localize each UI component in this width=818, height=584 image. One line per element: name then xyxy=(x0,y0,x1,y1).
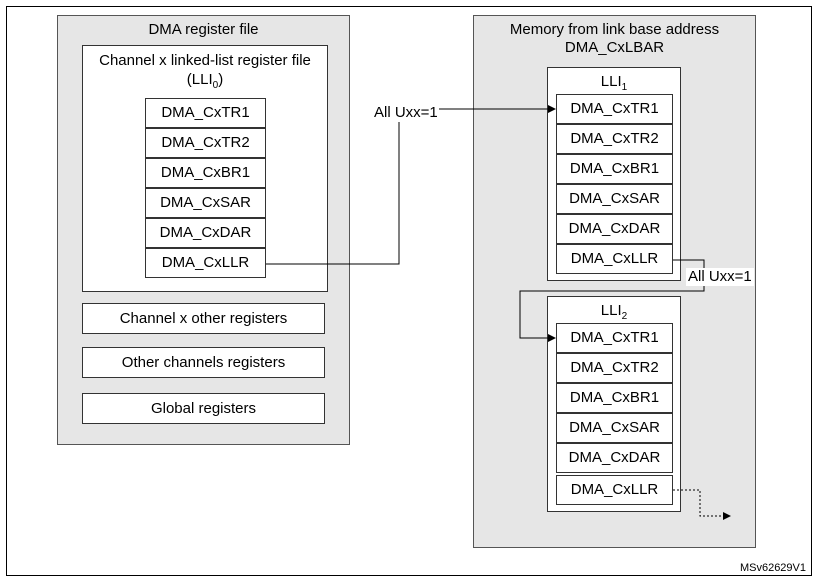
lli0-reg-cxtr2: DMA_CxTR2 xyxy=(145,128,266,158)
lli0-title-line1: Channel x linked-list register file xyxy=(99,52,311,69)
lli0-reg-cxbr1: DMA_CxBR1 xyxy=(145,158,266,188)
lli0-reg-cxllr: DMA_CxLLR xyxy=(145,248,266,278)
lli1-reg-cxtr2: DMA_CxTR2 xyxy=(556,124,673,154)
lli2-title: LLI2 xyxy=(600,302,628,322)
lli0-reg-cxsar: DMA_CxSAR xyxy=(145,188,266,218)
memory-title-line2: DMA_CxLBAR xyxy=(564,39,665,56)
figure-reference: MSv62629V1 xyxy=(739,562,806,574)
link1-label: All Uxx=1 xyxy=(373,104,439,122)
lli2-reg-cxllr: DMA_CxLLR xyxy=(556,475,673,505)
lli1-reg-cxsar: DMA_CxSAR xyxy=(556,184,673,214)
global-registers-box: Global registers xyxy=(82,393,325,424)
lli1-reg-cxllr: DMA_CxLLR xyxy=(556,244,673,274)
link2-label: All Uxx=1 xyxy=(686,268,754,286)
lli1-reg-cxbr1: DMA_CxBR1 xyxy=(556,154,673,184)
lli0-reg-cxtr1: DMA_CxTR1 xyxy=(145,98,266,128)
lli1-reg-cxdar: DMA_CxDAR xyxy=(556,214,673,244)
lli1-title: LLI1 xyxy=(600,73,628,93)
lli2-reg-cxbr1: DMA_CxBR1 xyxy=(556,383,673,413)
figure-frame xyxy=(6,6,812,576)
lli2-reg-cxdar: DMA_CxDAR xyxy=(556,443,673,473)
memory-title-line1: Memory from link base address xyxy=(509,21,720,38)
lli2-reg-cxsar: DMA_CxSAR xyxy=(556,413,673,443)
lli1-reg-cxtr1: DMA_CxTR1 xyxy=(556,94,673,124)
lli0-reg-cxdar: DMA_CxDAR xyxy=(145,218,266,248)
link-arrow-lli0-to-lli1 xyxy=(266,105,556,265)
lli2-reg-cxtr2: DMA_CxTR2 xyxy=(556,353,673,383)
lli0-title-line2: (LLI0) xyxy=(186,71,224,91)
link-arrow-lli2-to-next xyxy=(673,489,731,520)
lli2-reg-cxtr1: DMA_CxTR1 xyxy=(556,323,673,353)
link-arrow-lli1-to-lli2 xyxy=(519,259,705,342)
other-channels-registers-box: Other channels registers xyxy=(82,347,325,378)
dma-register-file-title: DMA register file xyxy=(148,21,259,38)
channel-x-other-registers-box: Channel x other registers xyxy=(82,303,325,334)
